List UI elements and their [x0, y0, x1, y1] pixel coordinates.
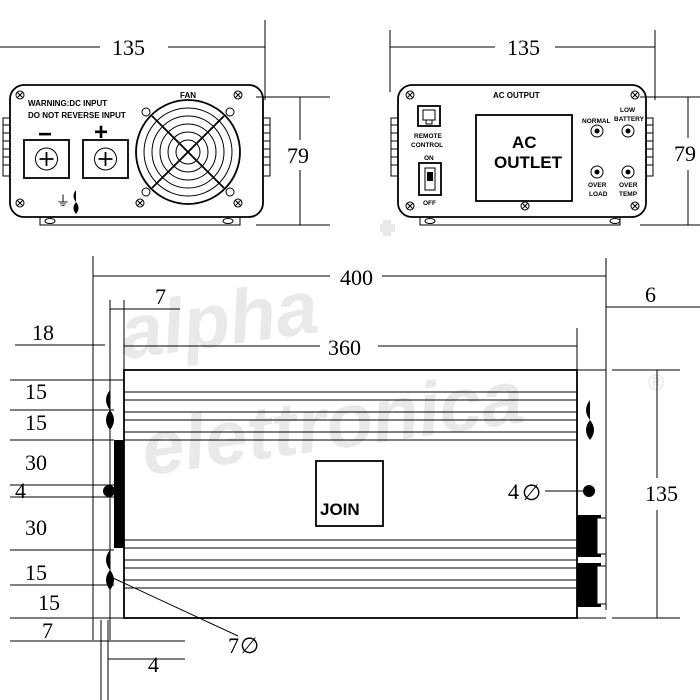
front-minus-sign: − — [38, 121, 52, 148]
left-dim-2: 15 — [25, 410, 47, 435]
front-warning-line2: DO NOT REVERSE INPUT — [28, 111, 126, 120]
hole-right-dim: 4 — [508, 479, 519, 504]
watermark-registered-mark: ® — [648, 370, 664, 395]
switch-off-label: OFF — [423, 200, 436, 207]
front-screw-top-right — [233, 90, 243, 100]
rear-screw-bottom-mid — [520, 201, 530, 211]
watermark-line1: alpha — [115, 264, 323, 376]
remote-label-line1: REMOTE — [414, 133, 442, 140]
over-temp-led-icon — [621, 165, 635, 179]
ac-outlet-line2: OUTLET — [494, 153, 563, 172]
ground-bolt-icon — [73, 190, 79, 214]
front-screw-bottom-right — [233, 198, 243, 208]
front-height-dim: 79 — [287, 143, 309, 168]
watermark: alpha elettronica ® — [115, 220, 664, 493]
front-foot-right — [222, 218, 234, 224]
bottom-fins — [124, 539, 577, 589]
left-dim-6: 15 — [25, 560, 47, 585]
left-dim-7: 15 — [38, 590, 60, 615]
watermark-cross — [380, 220, 395, 236]
left-dim-4: 4 — [15, 478, 26, 503]
rear-right-fins — [646, 117, 654, 177]
front-warning-line1: WARNING:DC INPUT — [28, 99, 107, 108]
rear-screw-bottom-left — [405, 201, 415, 211]
low-battery-led-icon — [621, 124, 635, 138]
over-temp-label-line2: TEMP — [619, 191, 638, 198]
front-foot-left — [44, 218, 56, 224]
front-base — [39, 217, 241, 226]
over-load-label-line2: LOAD — [589, 191, 608, 198]
watermark-line2: elettronica — [136, 355, 528, 493]
low-battery-label-line2: BATTERY — [614, 116, 645, 123]
over-load-label-line1: OVER — [588, 182, 607, 189]
mounting-hole-top-right — [586, 400, 594, 440]
rear-left-fins — [390, 117, 398, 177]
rear-foot-left — [424, 218, 436, 224]
hole-bottom-diameter-icon: ∅ — [240, 634, 259, 659]
top-fins — [124, 391, 577, 441]
center-hole-left — [103, 485, 115, 497]
front-screw-bottom-mid — [135, 198, 145, 208]
rear-screw-bottom-right — [630, 201, 640, 211]
end-cap-right-dim: 6 — [645, 282, 656, 307]
front-panel-outline — [9, 84, 264, 218]
hole-bottom-leader — [112, 577, 239, 637]
normal-led-icon — [590, 124, 604, 138]
ground-symbol-icon: ⏚ — [56, 194, 70, 210]
left-mounting-flange — [114, 440, 124, 548]
power-switch-icon — [418, 162, 442, 196]
front-screw-top-left — [15, 90, 25, 100]
rear-foot-right — [609, 218, 621, 224]
front-view: 135 79 WARNING:DC — [0, 20, 330, 226]
output-terminal-top — [577, 515, 607, 557]
left-dim-5: 30 — [25, 515, 47, 540]
end-cap-left-dim: 7 — [155, 284, 166, 309]
fan-grille-icon — [135, 99, 241, 205]
left-dim-8: 7 — [42, 618, 53, 643]
left-dim-1: 15 — [25, 379, 47, 404]
hole-right-diameter-icon: ∅ — [522, 481, 541, 506]
ac-output-label: AC OUTPUT — [493, 91, 540, 100]
remote-control-jack-icon — [417, 105, 441, 127]
normal-label: NORMAL — [582, 118, 611, 125]
rear-width-dim: 135 — [507, 35, 540, 60]
top-view: 400 360 7 6 18 — [10, 256, 700, 700]
remote-label-line2: CONTROL — [411, 142, 443, 149]
rear-height-dim: 79 — [674, 141, 696, 166]
over-load-led-icon — [590, 165, 604, 179]
low-battery-label-line1: LOW — [620, 107, 636, 114]
front-right-fins — [263, 117, 271, 177]
hole-bottom-dim: 7 — [228, 633, 239, 658]
front-left-fins — [2, 117, 10, 177]
front-fan-label: FAN — [180, 91, 196, 100]
front-width-dim: 135 — [112, 35, 145, 60]
join-logo: JOIN — [320, 500, 360, 519]
bottom-dim: 4 — [148, 652, 159, 677]
front-plus-sign: + — [94, 119, 108, 146]
output-terminal-bottom — [577, 563, 607, 607]
switch-on-label: ON — [424, 155, 434, 162]
rear-screw-top-left — [405, 90, 415, 100]
left-dim-3: 30 — [25, 450, 47, 475]
rear-panel-outline — [397, 84, 647, 218]
dc-negative-terminal — [23, 139, 70, 179]
center-hole-right — [583, 485, 595, 497]
rear-base — [419, 217, 621, 226]
ac-outlet-line1: AC — [512, 133, 537, 152]
join-logo-box — [315, 460, 384, 527]
left-offset-dim: 18 — [32, 320, 54, 345]
rear-view: 135 79 AC OUTPUT — [389, 30, 700, 226]
over-temp-label-line1: OVER — [619, 182, 638, 189]
overall-length-dim: 400 — [340, 265, 373, 290]
rear-screw-top-right — [630, 90, 640, 100]
mounting-hole-bottom-left — [106, 550, 114, 590]
ac-outlet-box — [475, 114, 573, 202]
width-dim: 135 — [645, 481, 678, 506]
dc-positive-terminal — [82, 139, 129, 179]
inner-length-dim: 360 — [328, 335, 361, 360]
front-screw-bottom-left — [15, 198, 25, 208]
